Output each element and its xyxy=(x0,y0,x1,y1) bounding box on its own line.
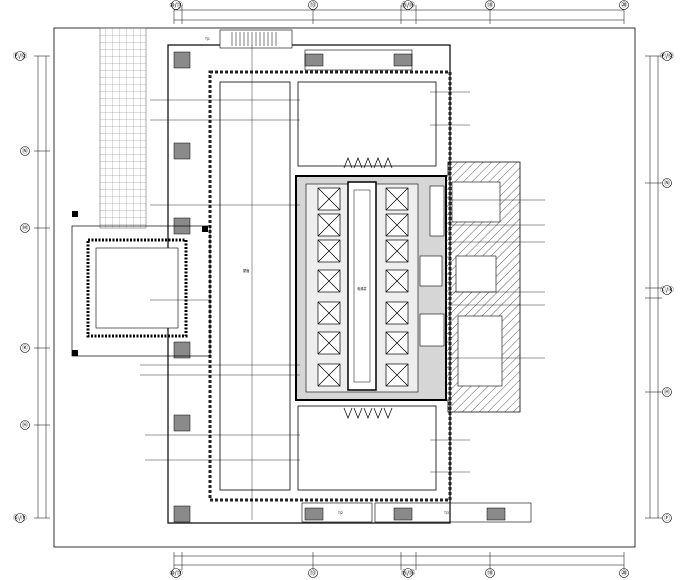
top-bay xyxy=(304,49,413,71)
left-long-room xyxy=(219,81,291,491)
svg-text:⑩/⑪: ⑩/⑪ xyxy=(169,1,182,9)
structural-columns xyxy=(173,51,506,523)
courtyard-frame xyxy=(86,238,188,338)
svg-text:电梯井: 电梯井 xyxy=(357,286,367,291)
svg-text:Ⓟ/Ⓠ: Ⓟ/Ⓠ xyxy=(660,52,674,60)
stair-top: TJ1 xyxy=(204,29,293,49)
stair-bottom-right: TJ3 xyxy=(374,502,532,523)
elevator-cars-left xyxy=(317,187,341,387)
svg-text:Ⓗ: Ⓗ xyxy=(664,388,670,396)
svg-text:Ⓖ/Ⓕ: Ⓖ/Ⓕ xyxy=(13,514,27,522)
central-shaft xyxy=(347,181,377,391)
svg-text:Ⓟ/Ⓠ: Ⓟ/Ⓠ xyxy=(13,52,27,60)
svg-text:屋面: 屋面 xyxy=(243,268,249,273)
louver-bottom xyxy=(343,407,393,419)
tiled-walkway xyxy=(99,27,147,229)
svg-text:⑳: ⑳ xyxy=(621,1,627,9)
sheet-border xyxy=(53,27,636,548)
svg-text:TJ1: TJ1 xyxy=(204,37,210,41)
lower-right-room xyxy=(297,405,437,491)
svg-text:⑱: ⑱ xyxy=(487,1,493,9)
leader-lines xyxy=(140,91,545,473)
svg-text:⑩/⑪: ⑩/⑪ xyxy=(169,569,182,577)
elevator-cars-right xyxy=(385,187,409,387)
svg-text:Ⓗ: Ⓗ xyxy=(22,421,28,429)
stair-bottom-left: TJ2 xyxy=(301,502,373,523)
bottom-dimension-lines xyxy=(173,552,625,570)
svg-text:⑱: ⑱ xyxy=(487,569,493,577)
svg-text:Ⓝ: Ⓝ xyxy=(664,179,670,187)
left-dimension-lines xyxy=(34,55,50,519)
svg-text:Ⓛ/Ⓚ: Ⓛ/Ⓚ xyxy=(660,286,674,294)
courtyard-inner xyxy=(95,247,179,329)
svg-text:Ⓚ: Ⓚ xyxy=(22,344,28,352)
top-dimension-lines xyxy=(173,5,625,24)
svg-text:Ⓕ: Ⓕ xyxy=(664,514,670,522)
svg-text:TJ3: TJ3 xyxy=(443,511,449,515)
mechanical-equipment xyxy=(419,181,503,387)
axis-bubbles-right: Ⓟ/Ⓠ Ⓝ Ⓛ/Ⓚ Ⓗ Ⓕ xyxy=(660,51,674,523)
svg-text:⑮/⑯: ⑮/⑯ xyxy=(401,569,415,577)
louver-top xyxy=(343,157,393,169)
axis-bubbles-left: Ⓟ/Ⓠ Ⓝ Ⓜ Ⓚ Ⓗ Ⓖ/Ⓕ xyxy=(13,51,30,523)
svg-text:Ⓜ: Ⓜ xyxy=(22,224,28,232)
svg-text:⑳: ⑳ xyxy=(621,569,627,577)
svg-text:Ⓝ: Ⓝ xyxy=(22,147,28,155)
svg-text:TJ2: TJ2 xyxy=(337,511,343,515)
svg-text:⑮/⑯: ⑮/⑯ xyxy=(401,1,415,9)
svg-text:⑬: ⑬ xyxy=(310,1,316,9)
courtyard-marker-squares xyxy=(72,211,208,356)
svg-text:⑬: ⑬ xyxy=(310,569,316,577)
right-dimension-lines xyxy=(645,55,662,519)
axis-bubbles-bottom: ⑩/⑪ ⑬ ⑮/⑯ ⑱ ⑳ xyxy=(169,568,629,578)
courtyard-outer xyxy=(71,225,211,357)
axis-bubbles-top: ⑩/⑪ ⑬ ⑮/⑯ ⑱ ⑳ xyxy=(169,0,629,10)
upper-right-room xyxy=(297,81,437,167)
